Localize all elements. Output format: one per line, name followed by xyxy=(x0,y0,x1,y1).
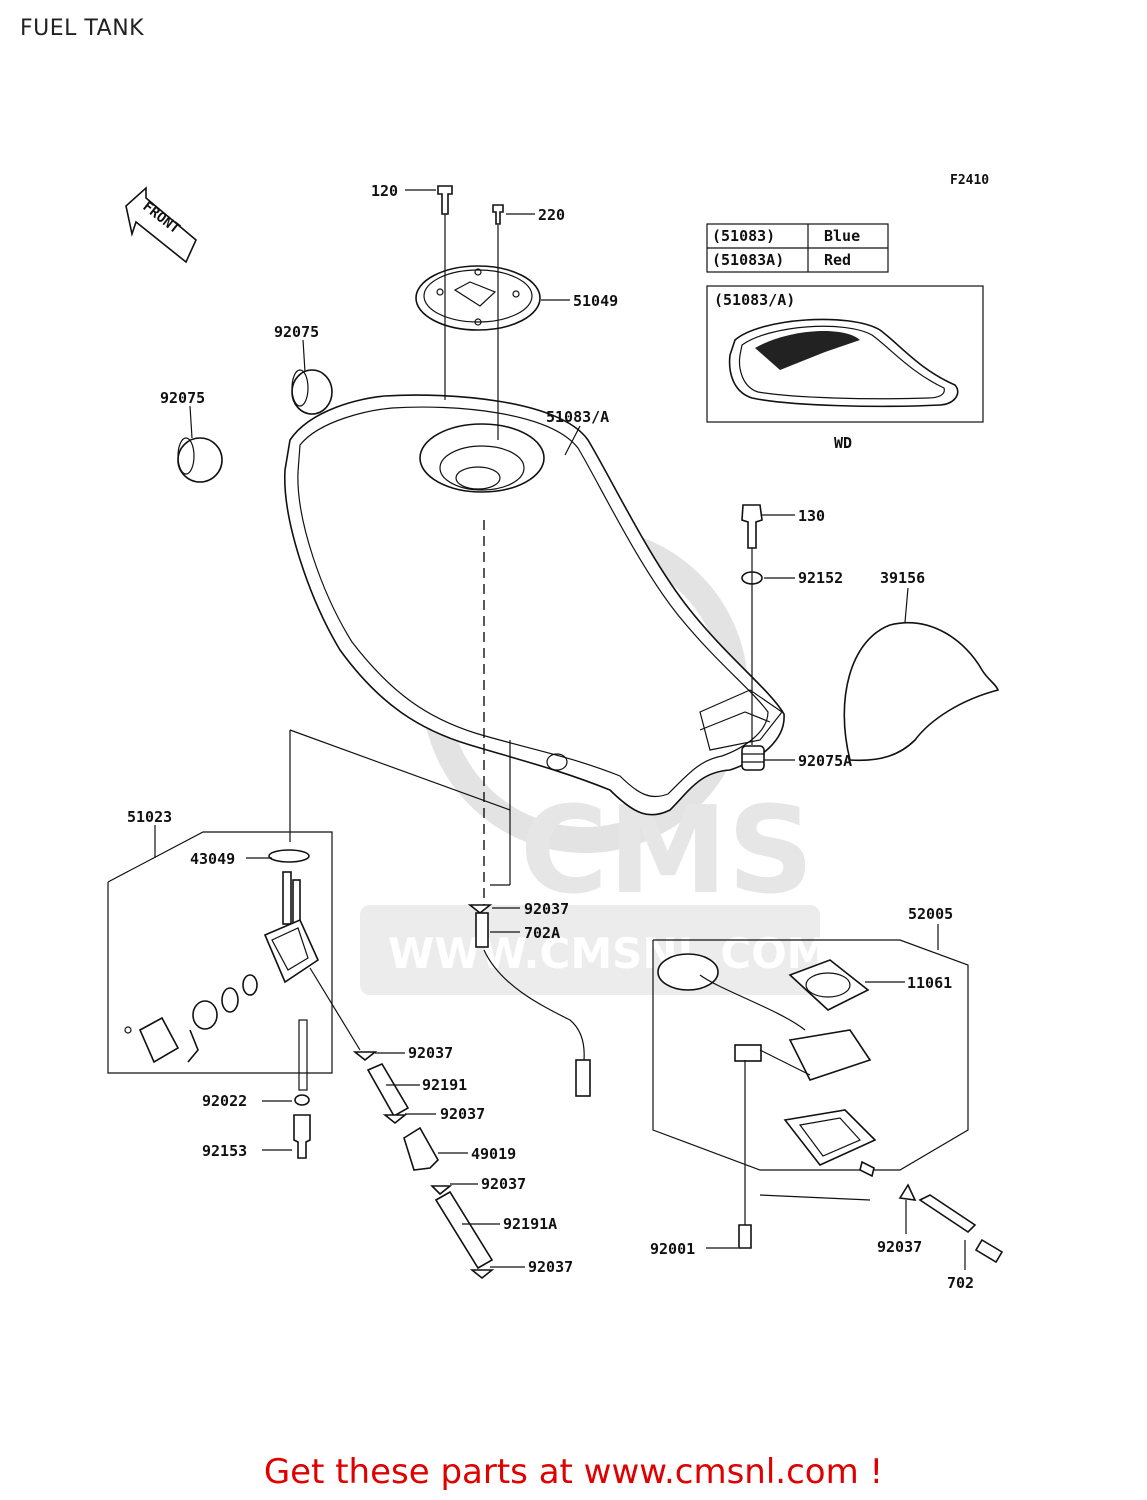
inset-label: (51083/A) xyxy=(714,291,795,309)
callout-92037-left-4: 92037 xyxy=(528,1258,573,1276)
inset-caption: WD xyxy=(834,434,852,452)
front-arrow-icon: FRONT xyxy=(125,186,197,264)
fuel-cap-assembly xyxy=(415,185,541,331)
color-table-code-1: (51083) xyxy=(712,227,775,245)
center-hose-702A xyxy=(467,904,591,1097)
callout-130: 130 xyxy=(798,507,825,525)
callout-92037-left-2: 92037 xyxy=(440,1105,485,1123)
fuel-hose-chain xyxy=(309,967,495,1280)
page-title: FUEL TANK xyxy=(20,16,145,41)
callout-92037-right: 92037 xyxy=(877,1238,922,1256)
callout-39156: 39156 xyxy=(880,569,925,587)
callout-92075A: 92075A xyxy=(798,752,852,770)
callout-702: 702 xyxy=(947,1274,974,1292)
callout-51023: 51023 xyxy=(127,808,172,826)
color-table-code-2: (51083A) xyxy=(712,251,784,269)
callout-92075-top: 92075 xyxy=(274,323,319,341)
callout-220: 220 xyxy=(538,206,565,224)
fuel-tank xyxy=(284,394,785,816)
damper-92075-top xyxy=(291,369,333,415)
callout-92037-left-3: 92037 xyxy=(481,1175,526,1193)
callout-51049: 51049 xyxy=(573,292,618,310)
seat-pad-39156 xyxy=(843,622,1000,762)
callout-92075-left: 92075 xyxy=(160,389,205,407)
callout-92037-center: 92037 xyxy=(524,900,569,918)
callout-92191: 92191 xyxy=(422,1076,467,1094)
fuel-sender-group xyxy=(652,939,1004,1264)
color-table-color-1: Blue xyxy=(824,227,860,245)
figure-code: F2410 xyxy=(950,173,989,188)
callout-51083A: 51083/A xyxy=(546,408,609,426)
callout-92022: 92022 xyxy=(202,1092,247,1110)
callout-92001: 92001 xyxy=(650,1240,695,1258)
callout-92191A: 92191A xyxy=(503,1215,557,1233)
petcock-group xyxy=(107,831,333,1159)
color-table-color-2: Red xyxy=(824,251,851,269)
callout-92152: 92152 xyxy=(798,569,843,587)
callout-92153: 92153 xyxy=(202,1142,247,1160)
callout-52005: 52005 xyxy=(908,905,953,923)
callout-43049: 43049 xyxy=(190,850,235,868)
callout-92037-left-1: 92037 xyxy=(408,1044,453,1062)
color-table: (51083) Blue (51083A) Red xyxy=(706,223,889,273)
callout-49019: 49019 xyxy=(471,1145,516,1163)
callout-leaders xyxy=(154,189,966,1270)
callout-702A: 702A xyxy=(524,924,560,942)
callout-120: 120 xyxy=(371,182,398,200)
callout-labels: 120 220 51049 92075 92075 51083/A 130 92… xyxy=(127,182,974,1292)
decal-inset: (51083/A) WD xyxy=(706,285,984,452)
leader-lines xyxy=(289,214,753,886)
callout-11061: 11061 xyxy=(907,974,952,992)
damper-92075-left xyxy=(177,437,223,483)
watermark-url: WWW.CMSNL.COM xyxy=(388,929,829,978)
footer-link-text[interactable]: Get these parts at www.cmsnl.com ! xyxy=(263,1452,884,1492)
